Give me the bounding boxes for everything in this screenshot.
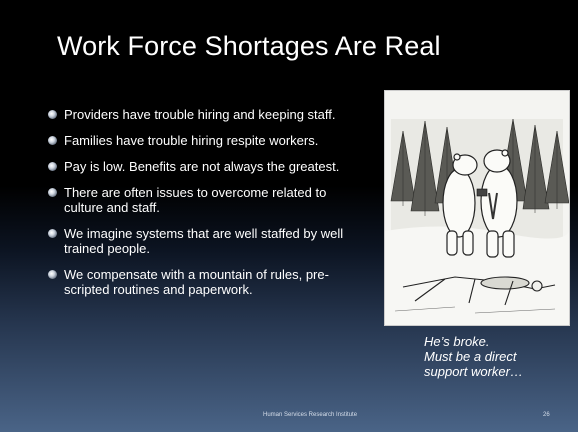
- sphere-bullet-icon: [48, 162, 57, 171]
- sphere-bullet-icon: [48, 229, 57, 238]
- bullet-item: There are often issues to overcome relat…: [48, 185, 368, 215]
- caption-line: He’s broke.: [424, 334, 490, 349]
- sphere-bullet-icon: [48, 188, 57, 197]
- polar-bears-cartoon: [384, 90, 570, 326]
- cartoon-caption: He’s broke. Must be a direct support wor…: [424, 334, 574, 379]
- bullet-text: We compensate with a mountain of rules, …: [64, 267, 329, 297]
- bullet-item: Families have trouble hiring respite wor…: [48, 133, 368, 148]
- bullet-item: We compensate with a mountain of rules, …: [48, 267, 368, 297]
- slide-title: Work Force Shortages Are Real: [57, 31, 441, 61]
- sphere-bullet-icon: [48, 110, 57, 119]
- caption-line: support worker…: [424, 364, 523, 379]
- bullet-list: Providers have trouble hiring and keepin…: [48, 107, 368, 308]
- page-number: 26: [543, 412, 550, 418]
- bullet-item: Pay is low. Benefits are not always the …: [48, 159, 368, 174]
- caption-line: Must be a direct: [424, 349, 517, 364]
- bullet-text: Providers have trouble hiring and keepin…: [64, 107, 336, 122]
- bullet-text: Families have trouble hiring respite wor…: [64, 133, 319, 148]
- bullet-text: There are often issues to overcome relat…: [64, 185, 327, 215]
- slide-footer: Human Services Research Institute: [263, 412, 358, 418]
- bullet-item: We imagine systems that are well staffed…: [48, 226, 368, 256]
- bullet-text: We imagine systems that are well staffed…: [64, 226, 344, 256]
- bullet-item: Providers have trouble hiring and keepin…: [48, 107, 368, 122]
- sphere-bullet-icon: [48, 270, 57, 279]
- cartoon-drawing: [385, 91, 569, 325]
- bullet-text: Pay is low. Benefits are not always the …: [64, 159, 340, 174]
- sphere-bullet-icon: [48, 136, 57, 145]
